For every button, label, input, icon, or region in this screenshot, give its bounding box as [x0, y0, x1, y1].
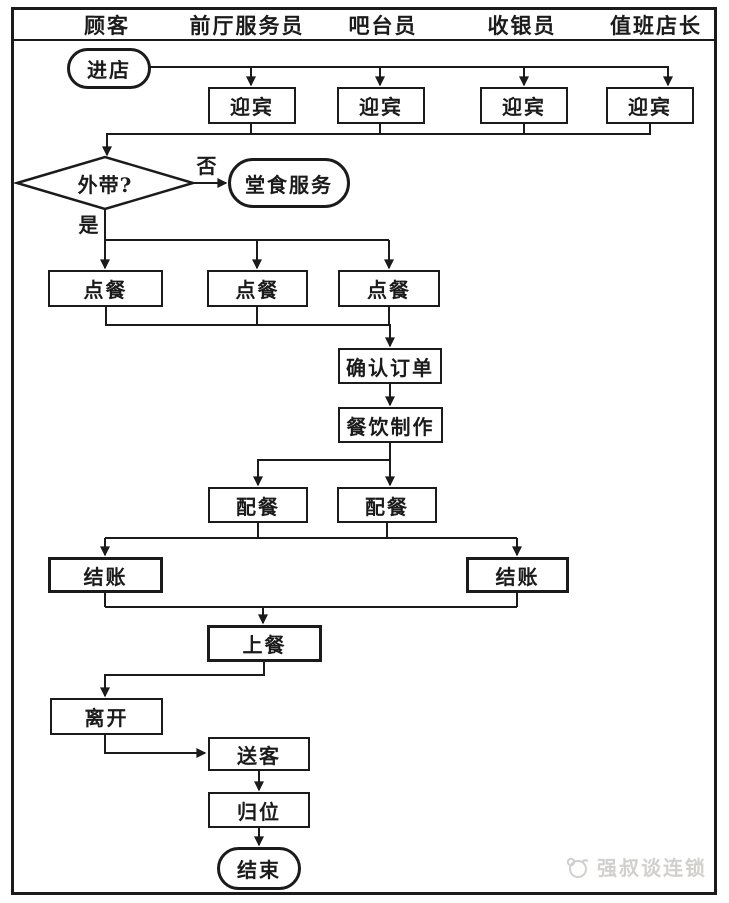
watermark: 强叔谈连锁: [564, 852, 707, 881]
node-order-customer: 点餐: [48, 270, 163, 307]
node-food-preparation: 餐饮制作: [338, 407, 443, 443]
node-leave: 离开: [50, 698, 163, 735]
node-end: 结束: [217, 847, 301, 890]
branch-label-no: 否: [196, 153, 218, 178]
column-header-front-waiter: 前厅服务员: [189, 13, 305, 38]
node-return-to-post: 归位: [208, 792, 310, 828]
watermark-logo-icon: [566, 857, 589, 878]
column-header-duty-manager: 值班店长: [610, 13, 702, 38]
flowchart-frame: [11, 7, 717, 895]
column-header-customer: 顾客: [84, 13, 130, 38]
node-welcome-cashier: 迎宾: [480, 87, 568, 124]
branch-label-yes: 是: [78, 212, 100, 237]
node-dispatch-left: 配餐: [208, 487, 308, 523]
node-see-off-guest: 送客: [208, 737, 310, 771]
node-welcome-duty-manager: 迎宾: [606, 87, 694, 124]
header-separator: [11, 39, 717, 41]
edge-dispatch-to-checkout: [100, 523, 522, 557]
node-dispatch-right: 配餐: [337, 487, 437, 523]
edge-preparation-to-dispatch: [253, 443, 395, 487]
node-order-bar-staff: 点餐: [338, 270, 440, 307]
edge-checkout-to-serve: [104, 593, 518, 625]
takeout-decision-diamond: [12, 155, 198, 211]
node-serve-food: 上餐: [207, 625, 322, 662]
node-enter-store: 进店: [67, 48, 151, 89]
edge-welcome-to-takeout: [102, 123, 651, 157]
node-welcome-bar-staff: 迎宾: [337, 87, 425, 124]
node-checkout-customer: 结账: [48, 557, 163, 593]
edge-leave-to-seeoff: [104, 735, 207, 758]
column-header-cashier: 收银员: [487, 13, 557, 38]
column-header-bar-staff: 吧台员: [348, 13, 418, 38]
node-welcome-front-waiter: 迎宾: [208, 87, 296, 124]
node-checkout-cashier: 结账: [466, 557, 569, 593]
watermark-text: 强叔谈连锁: [597, 856, 707, 880]
edge-enter-to-welcome: [150, 66, 673, 87]
node-dine-in-service: 堂食服务: [228, 158, 350, 208]
decision-takeout-label: 外带?: [77, 172, 133, 197]
node-order-front-waiter: 点餐: [207, 270, 308, 307]
edge-yes-to-order: [100, 209, 394, 270]
node-confirm-order: 确认订单: [338, 348, 442, 384]
edge-order-to-confirm: [105, 307, 395, 348]
edge-serve-to-leave: [100, 662, 265, 698]
